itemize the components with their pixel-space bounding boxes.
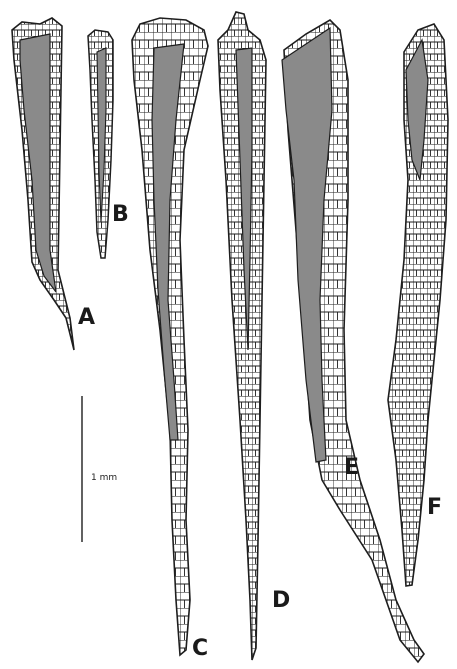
panel-label-c: C — [192, 638, 208, 660]
specimen-c — [132, 18, 208, 655]
panel-label-e: E — [344, 457, 359, 479]
specimen-a — [12, 18, 74, 350]
panel-label-b: B — [112, 204, 129, 226]
panel-label-f: F — [427, 497, 442, 519]
scale-bar-label: 1 mm — [91, 473, 117, 483]
panel-label-a: A — [78, 307, 95, 329]
panel-label-d: D — [272, 590, 290, 612]
specimen-b — [88, 30, 113, 258]
specimen-d — [218, 12, 266, 660]
